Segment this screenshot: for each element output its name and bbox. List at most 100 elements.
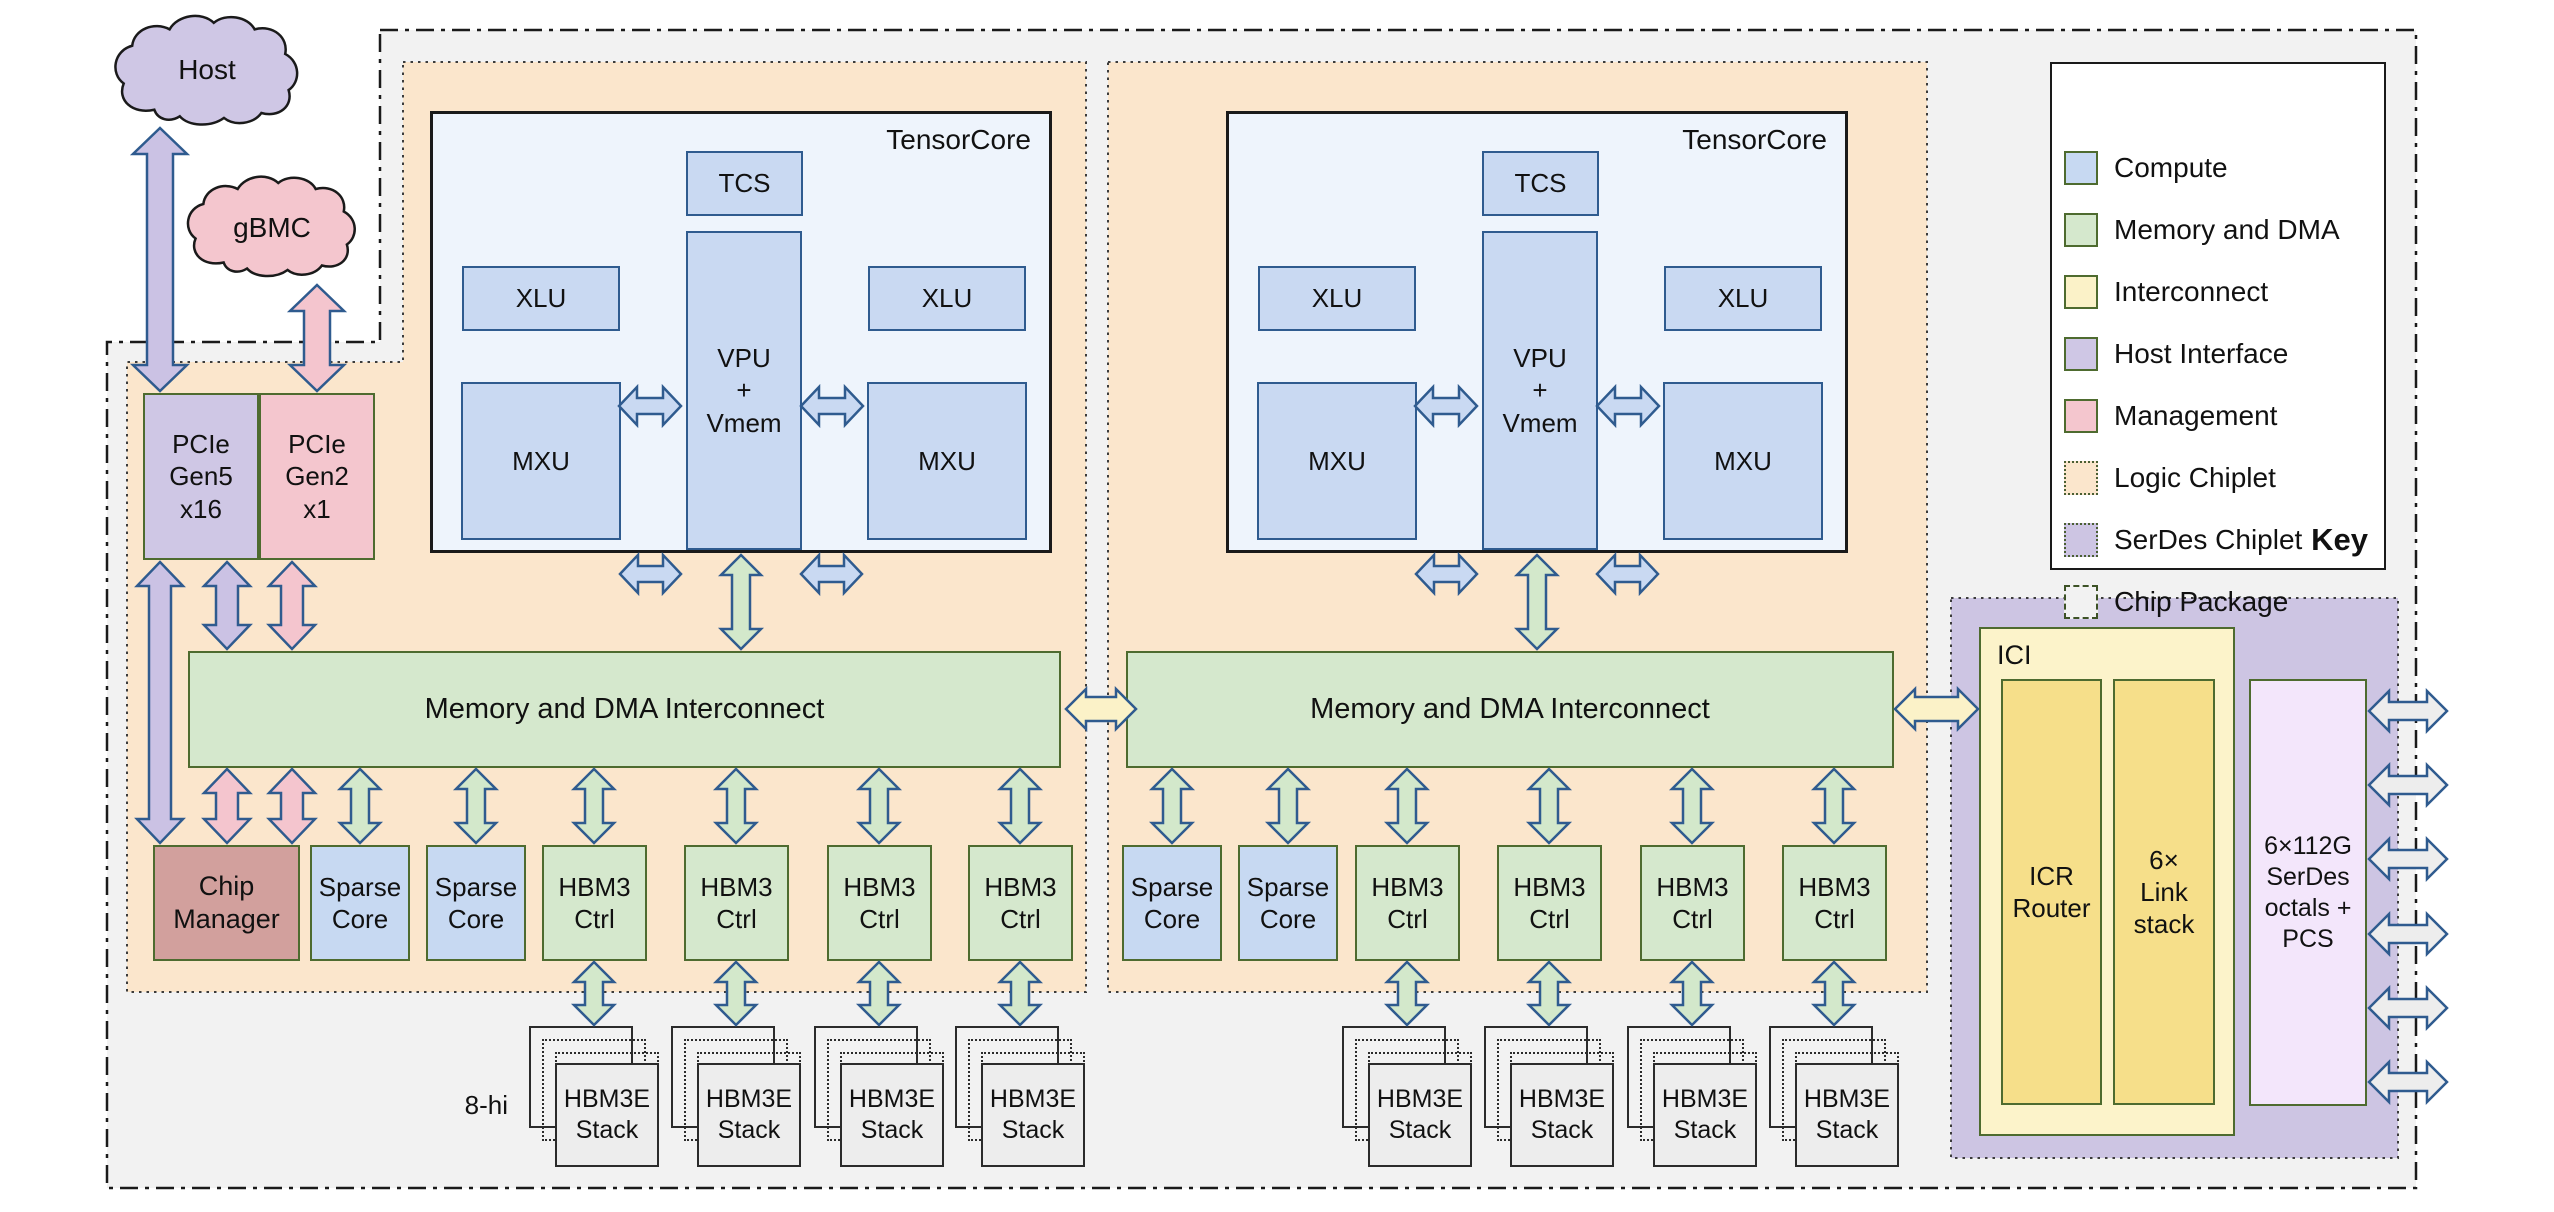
vpu-vmem-box: VPU+Vmem bbox=[686, 231, 802, 550]
arrow-pcie5-interconnect1 bbox=[201, 560, 253, 651]
arrow-tensorcore2-interconnect2 bbox=[1513, 553, 1561, 651]
arrow-serdes-link-4 bbox=[2367, 910, 2449, 958]
ici-title: ICI bbox=[1997, 640, 2032, 670]
arrow-hbm3ctrl-stack-7 bbox=[1668, 960, 1716, 1027]
legend-item: Memory and DMA bbox=[2052, 213, 2388, 247]
arrow-interconnect-rowbox-3 bbox=[570, 767, 618, 845]
xlu-box-right: XLU bbox=[1664, 266, 1822, 331]
mxu-box-left: MXU bbox=[1257, 382, 1417, 540]
mxu-box-right: MXU bbox=[1663, 382, 1823, 540]
arrow-interconnect-rowbox-5 bbox=[855, 767, 903, 845]
arrow-interconnect1-chip-manager-b bbox=[266, 767, 318, 845]
arrow-tc-internal-6 bbox=[1414, 551, 1479, 597]
legend-swatch bbox=[2064, 275, 2098, 309]
arrow-hbm3ctrl-stack-4 bbox=[996, 960, 1044, 1027]
arrow-tc-internal-8 bbox=[1595, 551, 1660, 597]
memory-dma-interconnect-2: Memory and DMA Interconnect bbox=[1126, 651, 1894, 768]
legend-label: Chip Package bbox=[2114, 586, 2289, 617]
arrow-serdes-link-6 bbox=[2367, 1058, 2449, 1106]
legend-item: Compute bbox=[2052, 151, 2388, 185]
arrow-tc-internal-4 bbox=[799, 551, 864, 597]
arrow-serdes-link-1 bbox=[2367, 687, 2449, 735]
arrow-interconnect-rowbox-9 bbox=[1383, 767, 1431, 845]
arrow-interconnect1-chip-manager-a bbox=[201, 767, 253, 845]
host-cloud-label: Host bbox=[178, 54, 236, 85]
key-title: Key bbox=[2311, 522, 2368, 557]
arrow-interconnect-rowbox-10 bbox=[1525, 767, 1573, 845]
arrow-gbmc-pcie2 bbox=[286, 283, 348, 393]
legend-item: Logic Chiplet bbox=[2052, 461, 2388, 495]
legend-item: Host Interface bbox=[2052, 337, 2388, 371]
legend-item: SerDes Chiplet bbox=[2052, 523, 2388, 557]
arrow-interconnect-rowbox-1 bbox=[336, 767, 384, 845]
arrow-hbm3ctrl-stack-1 bbox=[570, 960, 618, 1027]
arrow-pcie5-chip-manager bbox=[134, 560, 186, 845]
arrow-interconnect-rowbox-2 bbox=[452, 767, 500, 845]
arrow-interconnect2-ici bbox=[1893, 685, 1980, 733]
legend-swatch bbox=[2064, 461, 2098, 495]
legend-swatch bbox=[2064, 151, 2098, 185]
xlu-box-left: XLU bbox=[1258, 266, 1416, 331]
legend-label: Interconnect bbox=[2114, 276, 2269, 307]
arrow-interconnect-rowbox-8 bbox=[1264, 767, 1312, 845]
arrow-serdes-link-5 bbox=[2367, 984, 2449, 1032]
arrow-host-pcie5 bbox=[129, 126, 191, 393]
legend-swatch bbox=[2064, 337, 2098, 371]
stack-height-note: 8-hi bbox=[464, 1090, 508, 1120]
tensorcore-1: TensorCore TCS VPU+Vmem XLU XLU MXU MXU bbox=[430, 111, 1052, 553]
legend-label: Logic Chiplet bbox=[2114, 462, 2276, 493]
legend-swatch bbox=[2064, 213, 2098, 247]
mxu-box-right: MXU bbox=[867, 382, 1027, 540]
arrow-serdes-link-3 bbox=[2367, 835, 2449, 883]
xlu-box-right: XLU bbox=[868, 266, 1026, 331]
legend-swatch bbox=[2064, 523, 2098, 557]
tensorcore-title: TensorCore bbox=[886, 124, 1031, 155]
tcs-box: TCS bbox=[1482, 151, 1599, 216]
legend-label: Compute bbox=[2114, 152, 2228, 183]
arrow-interconnect-rowbox-6 bbox=[996, 767, 1044, 845]
arrow-interconnect-rowbox-11 bbox=[1668, 767, 1716, 845]
legend-item: Interconnect bbox=[2052, 275, 2388, 309]
arrow-pcie2-interconnect1 bbox=[266, 560, 318, 651]
arrow-interconnect-rowbox-7 bbox=[1148, 767, 1196, 845]
legend-label: Host Interface bbox=[2114, 338, 2289, 369]
tensorcore-title: TensorCore bbox=[1682, 124, 1827, 155]
gbmc-cloud-label: gBMC bbox=[233, 212, 311, 243]
arrow-hbm3ctrl-stack-2 bbox=[712, 960, 760, 1027]
vpu-vmem-box: VPU+Vmem bbox=[1482, 231, 1598, 550]
memory-dma-interconnect-1: Memory and DMA Interconnect bbox=[188, 651, 1061, 768]
legend-swatch bbox=[2064, 585, 2098, 619]
arrow-serdes-link-2 bbox=[2367, 761, 2449, 809]
legend-label: Memory and DMA bbox=[2114, 214, 2340, 245]
arrow-interconnect-rowbox-4 bbox=[712, 767, 760, 845]
arrow-hbm3ctrl-stack-3 bbox=[855, 960, 903, 1027]
legend-item: Management bbox=[2052, 399, 2388, 433]
arrow-hbm3ctrl-stack-6 bbox=[1525, 960, 1573, 1027]
legend-swatch bbox=[2064, 399, 2098, 433]
xlu-box-left: XLU bbox=[462, 266, 620, 331]
